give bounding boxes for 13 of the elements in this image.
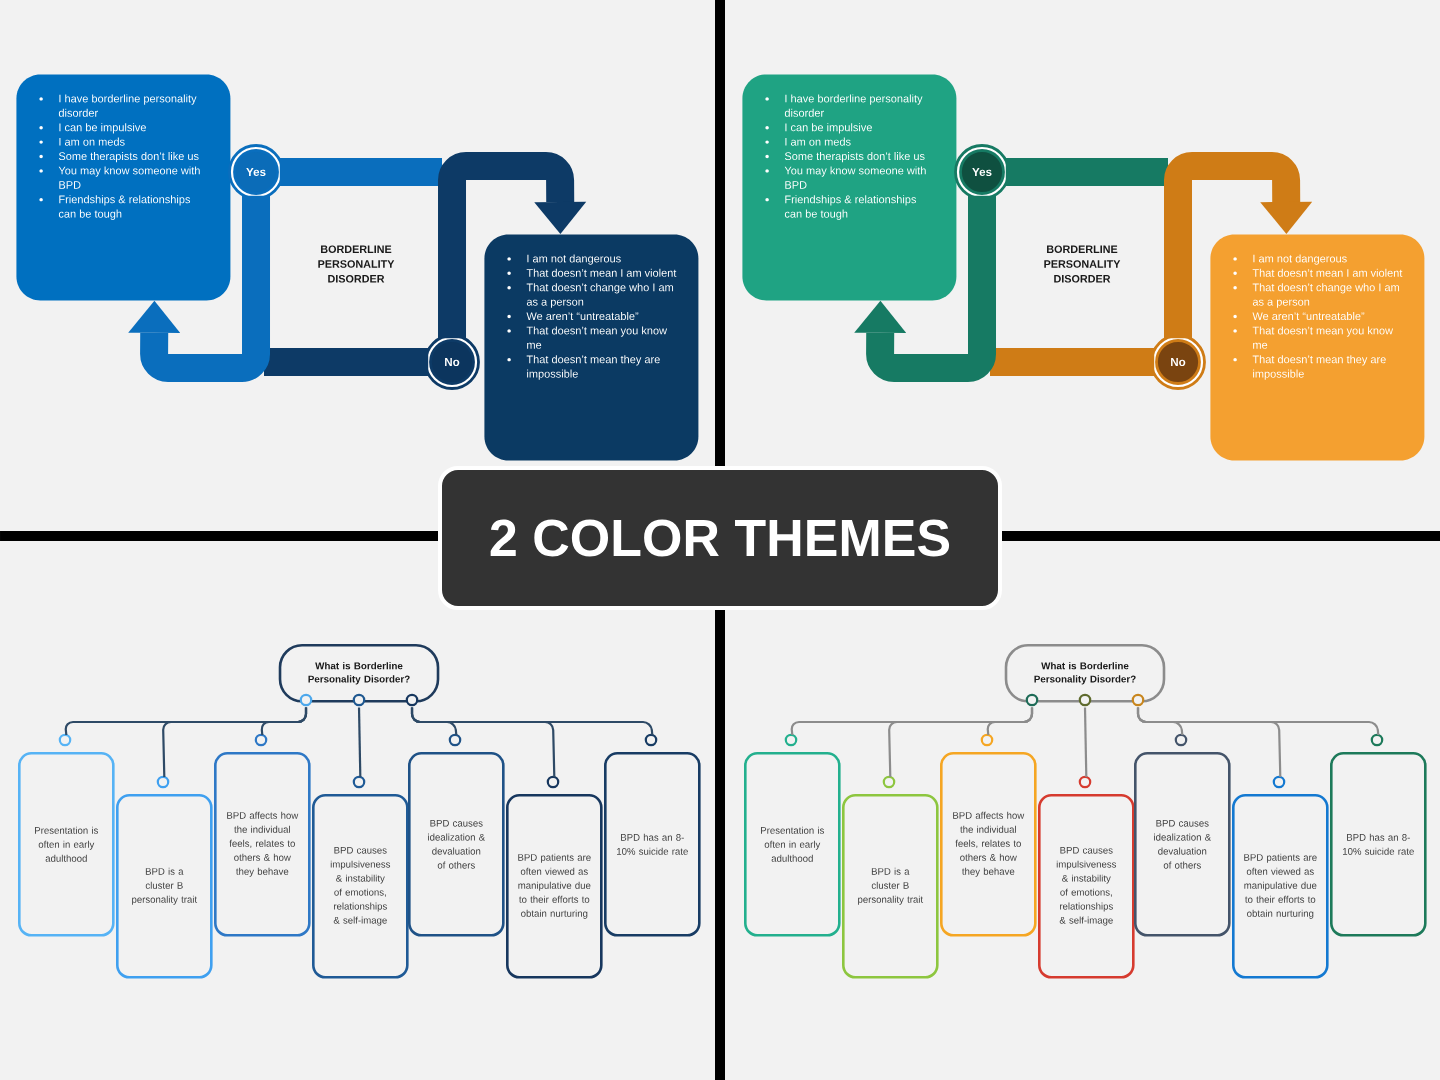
band-segment — [990, 348, 1155, 376]
band-segment — [264, 348, 429, 376]
arrow — [128, 195, 270, 382]
band-segment — [1005, 158, 1168, 186]
connector-line — [410, 707, 654, 736]
connector-line — [1136, 707, 1380, 736]
arrow — [438, 152, 587, 339]
arrow — [854, 195, 996, 382]
title-banner: 2 COLOR THEMES — [438, 466, 1002, 610]
connector-line — [986, 707, 1034, 736]
connector-line — [260, 707, 308, 736]
band-segment — [279, 158, 442, 186]
arrow — [1164, 152, 1313, 339]
